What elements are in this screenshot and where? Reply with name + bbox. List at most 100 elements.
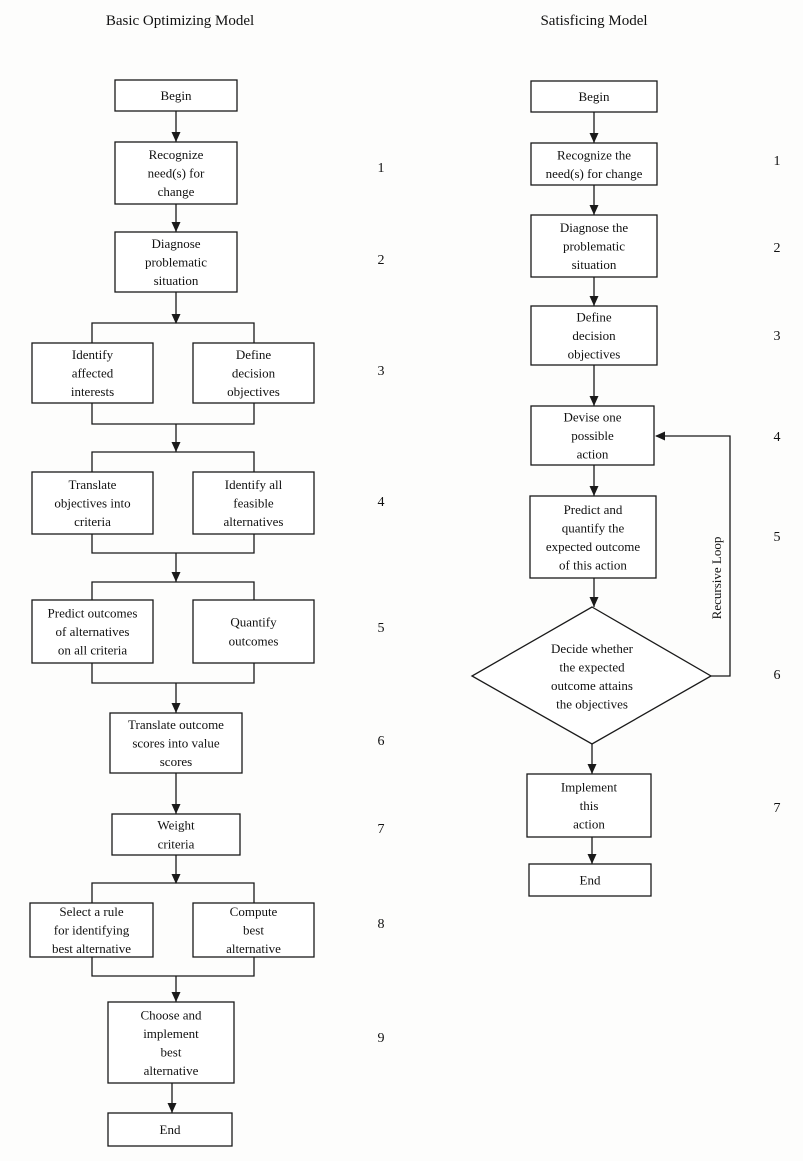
node-predict-quantify-box	[529, 495, 657, 579]
merge-bracket	[91, 403, 255, 425]
node-decide-text: Decide whether the expected outcome attain…	[551, 641, 634, 712]
node-label-line: interests	[71, 384, 114, 399]
node-label-line: on all criteria	[58, 643, 128, 658]
node-diagnose-box	[530, 214, 658, 278]
node-label-line: Define	[576, 310, 612, 325]
node-label-line: change	[158, 184, 195, 199]
node-label-line: the objectives	[556, 696, 628, 711]
merge-bracket	[91, 663, 255, 684]
step-number-optimizing: 9	[378, 1031, 385, 1046]
node-label-line: for identifying	[54, 923, 130, 938]
arrowhead	[171, 804, 181, 814]
node-label-line: of this action	[559, 557, 627, 572]
node-label-line: Predict outcomes	[48, 606, 138, 621]
step-number-satisficing: 7	[774, 801, 781, 816]
node-label-line: Choose and	[140, 1007, 202, 1022]
node-devise-action-box	[530, 405, 655, 466]
node-label-line: End	[160, 1122, 181, 1137]
node-end-box	[528, 863, 652, 897]
arrowhead	[589, 205, 599, 215]
node-label-line: action	[577, 447, 609, 462]
step-number-satisficing: 3	[774, 329, 781, 344]
arrowhead	[589, 296, 599, 306]
node-quantify-outcomes-box	[192, 599, 315, 664]
node-label-line: criteria	[158, 837, 195, 852]
node-label-line: Diagnose	[151, 236, 200, 251]
node-begin-text: Begin	[160, 88, 192, 103]
node-weight-criteria-box	[111, 813, 241, 856]
node-label-line: scores into value	[132, 736, 220, 751]
node-label-line: the expected	[559, 659, 625, 674]
node-label-line: implement	[143, 1026, 199, 1041]
node-end-text: End	[160, 1122, 181, 1137]
node-label-line: best	[161, 1044, 182, 1059]
node-label-line: action	[573, 817, 605, 832]
arrowhead	[171, 572, 181, 582]
arrowhead	[587, 764, 597, 774]
node-label-line: problematic	[145, 255, 207, 270]
arrowhead	[655, 431, 665, 441]
node-translate-scores-box	[109, 712, 243, 774]
step-number-satisficing: 2	[774, 241, 781, 256]
node-label-line: Quantify	[230, 615, 277, 630]
step-number-satisficing: 4	[774, 430, 781, 445]
arrowhead	[171, 992, 181, 1002]
node-label-line: decision	[232, 366, 276, 381]
step-number-optimizing: 3	[378, 364, 385, 379]
node-begin-text: Begin	[578, 89, 610, 104]
node-label-line: scores	[160, 754, 193, 769]
node-label-line: objectives into	[54, 496, 130, 511]
node-label-line: Identify all	[225, 477, 283, 492]
node-label-line: Compute	[230, 904, 278, 919]
arrowhead	[167, 1103, 177, 1113]
node-label-line: best	[243, 923, 264, 938]
step-number-satisficing: 1	[774, 154, 781, 169]
split-bracket	[91, 882, 255, 903]
node-label-line: Decide whether	[551, 641, 634, 656]
node-label-line: outcome attains	[551, 678, 633, 693]
step-number-optimizing: 6	[378, 734, 385, 749]
node-label-line: criteria	[74, 514, 111, 529]
merge-bracket	[91, 957, 255, 977]
node-diagnose-box	[114, 231, 238, 293]
node-begin-box	[114, 79, 238, 112]
node-label-line: Begin	[578, 89, 610, 104]
node-predict-outcomes-box	[31, 599, 154, 664]
step-number-optimizing: 8	[378, 917, 385, 932]
node-label-line: Identify	[72, 347, 114, 362]
step-number-optimizing: 4	[378, 495, 385, 510]
node-label-line: this	[580, 798, 599, 813]
node-label-line: quantify the	[562, 520, 625, 535]
node-label-line: alternatives	[224, 514, 284, 529]
node-label-line: Translate	[69, 477, 117, 492]
node-label-line: Recognize the	[557, 147, 631, 162]
node-label-line: decision	[572, 328, 616, 343]
node-label-line: Begin	[160, 88, 192, 103]
node-identify-alternatives-box	[192, 471, 315, 535]
arrowhead	[171, 314, 181, 324]
node-translate-objectives-text: Translate objectives into criteria	[54, 477, 130, 529]
node-label-line: possible	[571, 428, 614, 443]
arrowhead	[589, 486, 599, 496]
arrowhead	[589, 396, 599, 406]
node-label-line: alternative	[226, 941, 281, 956]
node-recognize-box	[114, 141, 238, 205]
node-label-line: expected outcome	[546, 539, 640, 554]
node-label-line: affected	[72, 366, 114, 381]
step-number-optimizing: 2	[378, 253, 385, 268]
arrowhead	[171, 222, 181, 232]
